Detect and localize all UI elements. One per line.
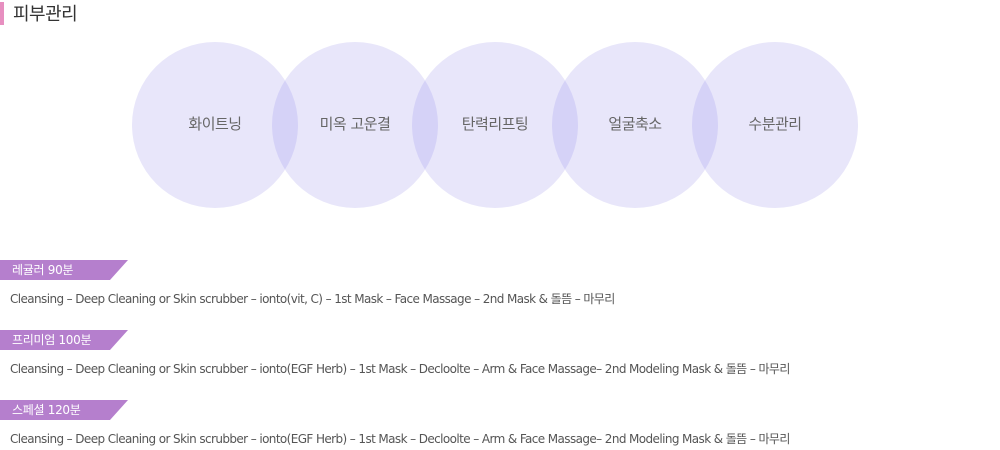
treatment-label-whitening: 화이트닝 [188,115,242,133]
course-tag: 스페셜 120분 [0,400,128,420]
treatment-circle-1 [132,42,298,208]
course-tag: 레귤러 90분 [0,260,128,280]
course-tag-shape [0,400,128,420]
treatment-circle-5 [692,42,858,208]
course-tag-shape [0,330,128,350]
treatment-circle-3 [412,42,578,208]
title-accent-bar [0,1,4,25]
treatment-label-smooth-texture: 미옥 고운결 [319,115,391,133]
page-title: 피부관리 [13,4,78,25]
course-name: 스페셜 120분 [12,403,81,417]
course-name: 프리미엄 100분 [12,333,92,347]
course-steps: Cleansing – Deep Cleaning or Skin scrubb… [10,292,615,306]
course-steps: Cleansing – Deep Cleaning or Skin scrubb… [10,362,790,376]
course-name: 레귤러 90분 [12,263,74,277]
treatment-circle-4 [552,42,718,208]
treatment-circles: 화이트닝 미옥 고운결 탄력리프팅 얼굴축소 수분관리 [132,42,858,208]
course-steps: Cleansing – Deep Cleaning or Skin scrubb… [10,432,790,446]
treatment-label-moisture: 수분관리 [748,115,802,133]
course-tag-shape [0,260,128,280]
treatment-circle-2 [272,42,438,208]
page-title-bar: 피부관리 [0,0,78,26]
treatment-circles-graphic [132,42,858,208]
treatment-label-face-slimming: 얼굴축소 [608,115,662,133]
treatment-label-lifting: 탄력리프팅 [461,115,529,133]
course-tag: 프리미엄 100분 [0,330,128,350]
